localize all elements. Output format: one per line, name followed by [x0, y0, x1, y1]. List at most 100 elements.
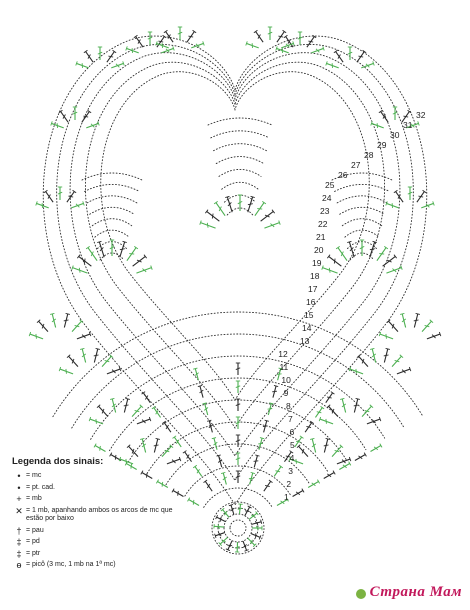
stitch [50, 312, 57, 328]
chain-arc [56, 43, 414, 482]
stitch [401, 109, 412, 123]
stitch [307, 479, 321, 488]
stitch [202, 402, 209, 416]
stitch [186, 29, 197, 43]
stitch [376, 245, 389, 262]
stitch [258, 437, 265, 450]
stitch [333, 49, 344, 63]
stitch [251, 519, 263, 526]
row-number: 6 [289, 427, 294, 437]
stitch [118, 456, 134, 465]
chain-arc [69, 52, 401, 457]
joined-single-crochet-icon: ✕ [15, 505, 23, 516]
stitch [101, 354, 114, 367]
stitch [235, 380, 241, 393]
stitch [85, 245, 98, 262]
row-number: 27 [351, 160, 361, 170]
legend-item: •= pt. cad. [12, 482, 177, 493]
stitch [136, 416, 152, 425]
stitch [325, 391, 335, 403]
stitch [254, 200, 267, 217]
stitch [340, 397, 347, 413]
stitch [66, 354, 79, 367]
stitch [109, 239, 115, 256]
stitch [131, 404, 144, 417]
row-number: 29 [377, 140, 387, 150]
stitch [43, 189, 54, 203]
legend-item: ✕= 1 mb, apanhando ambos os arcos de mc … [12, 505, 177, 524]
stitch [106, 366, 122, 375]
stitch [281, 41, 295, 49]
stitch [172, 435, 182, 448]
row-number: 31 [403, 120, 413, 130]
stitch [318, 416, 334, 425]
stitch [242, 540, 249, 552]
stitch [140, 437, 147, 453]
stitch [353, 397, 360, 413]
chain-arc [336, 195, 388, 204]
stitch [421, 201, 435, 209]
stitch [126, 245, 139, 262]
chain-arc [203, 487, 273, 508]
stitch [235, 398, 241, 411]
stitch [193, 367, 199, 381]
row-number: 1 [284, 492, 289, 502]
chain-arc [210, 130, 270, 139]
stitch [272, 385, 279, 398]
chain-arc [86, 195, 138, 204]
stitch [221, 471, 227, 485]
stitch [407, 186, 413, 200]
stitch [81, 109, 92, 123]
stitch [234, 541, 240, 553]
legend-item: •= mc [12, 472, 177, 481]
stitch [296, 444, 309, 457]
row-number: 28 [364, 150, 374, 160]
stitch [50, 121, 64, 129]
stitch [391, 354, 404, 367]
chain-arc [221, 181, 259, 190]
stitch [171, 488, 184, 497]
stitch [253, 454, 260, 468]
stitch [273, 464, 284, 477]
row-number: 19 [312, 258, 322, 268]
stitch [339, 461, 352, 470]
chain-arc [207, 117, 273, 126]
stitch [58, 366, 74, 375]
stitch [263, 479, 273, 492]
single-crochet-icon: + [16, 494, 22, 504]
stitch [250, 532, 262, 540]
row-number: 20 [314, 245, 324, 255]
stitch [111, 61, 125, 69]
stitch [248, 511, 259, 520]
stitch [126, 444, 139, 457]
row-number: 30 [390, 130, 400, 140]
stitch [416, 189, 427, 203]
stitch [361, 404, 374, 417]
picot-icon: ɵ [16, 560, 22, 570]
stitch [247, 537, 257, 548]
row-number: 2 [286, 479, 291, 489]
row-number: 5 [290, 440, 295, 450]
stitch [326, 404, 339, 417]
row-number: 13 [300, 336, 310, 346]
row-number: 32 [416, 110, 426, 120]
stitch [276, 29, 287, 43]
stitch [252, 525, 263, 531]
legend-item: †= pau [12, 526, 177, 535]
watermark-text: Страна Мам [369, 584, 462, 600]
chain-arc [42, 35, 428, 506]
stitch [106, 49, 117, 63]
row-number: 3 [288, 466, 293, 476]
stitch [369, 240, 377, 258]
stitch [75, 61, 89, 69]
stitch [119, 240, 127, 258]
chain-arc [90, 355, 386, 440]
stitch [276, 367, 283, 381]
row-number: 8 [286, 401, 291, 411]
stitch [192, 464, 203, 477]
row-number: 26 [338, 170, 348, 180]
stitch [325, 61, 339, 69]
row-number: 25 [325, 180, 335, 190]
stitch [326, 254, 342, 267]
chain-icon: • [17, 482, 21, 493]
